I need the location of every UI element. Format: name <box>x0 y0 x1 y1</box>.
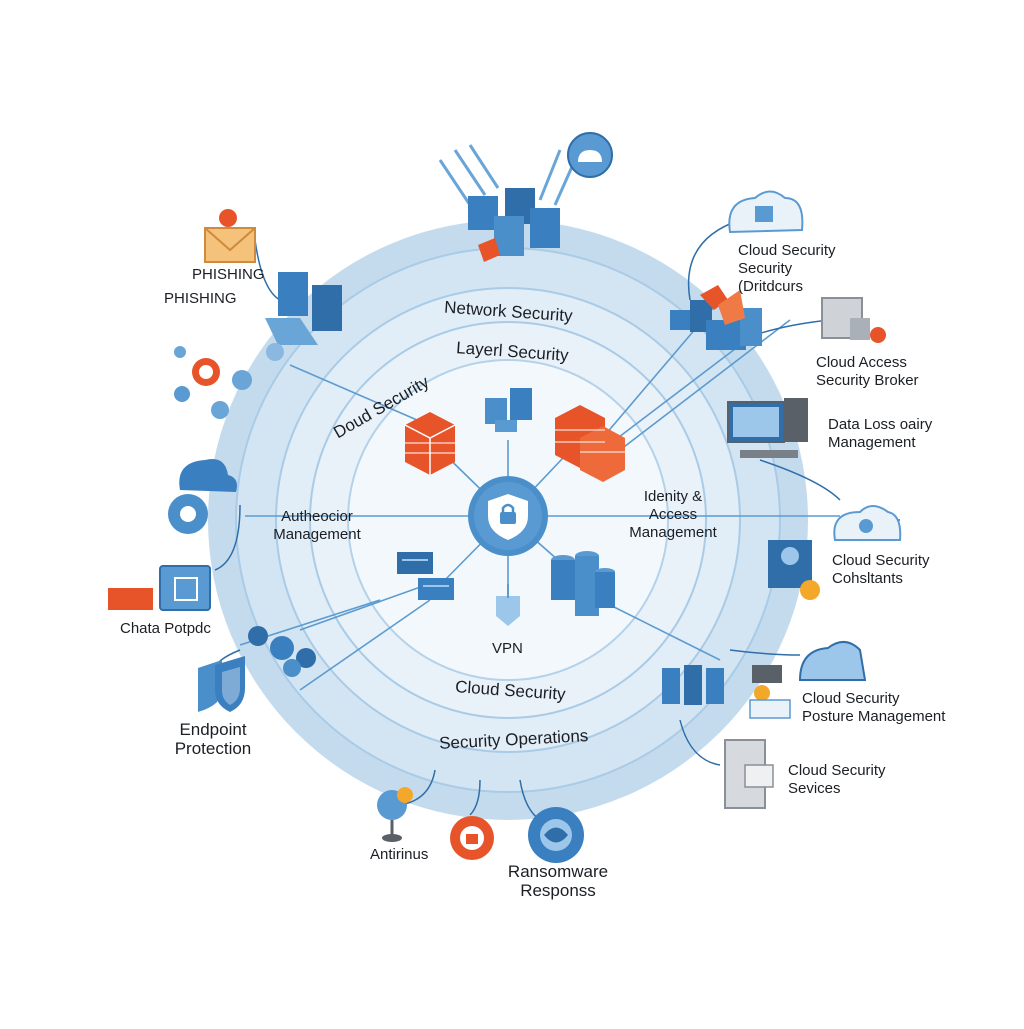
antivirus-icon <box>377 787 413 842</box>
laptop-servers-icon <box>265 272 342 345</box>
datacenter-servers-icon <box>438 144 577 262</box>
cloud-security-services-label: Cloud Security Sevices <box>788 762 886 797</box>
monitor-icon <box>727 398 808 458</box>
authentication-label: Autheocior Management <box>273 508 361 543</box>
cloud-security-cloud-icon <box>728 190 804 234</box>
server-rack-icon <box>662 665 724 705</box>
cluster-gears-icon <box>248 626 316 677</box>
firewall-icon-right <box>555 405 625 482</box>
server-stack-icon <box>397 552 454 600</box>
ransomware-response-gear-icon <box>528 807 584 863</box>
consultant-panel-icon <box>768 540 820 600</box>
chip-panel-icon <box>108 565 211 611</box>
posture-cloud-icon <box>749 641 867 719</box>
server-cubes-icon <box>485 388 532 432</box>
shield-lock-icon <box>468 476 548 556</box>
cloud-security-distributors-label: Cloud Security Security (Dritdcurs <box>738 242 836 295</box>
phishing-label-1: PHISHING <box>192 266 265 283</box>
cloud-gear-icon <box>833 505 902 541</box>
antivirus-label: Antirinus <box>370 846 429 863</box>
data-loss-label: Data Loss oairy Management <box>828 416 933 451</box>
database-icon <box>551 551 615 616</box>
chata-potpdc-label: Chata Potpdc <box>120 620 211 637</box>
identity-access-label: Idenity & Access Management <box>629 488 717 541</box>
phishing-label-2: PHISHING <box>164 290 237 307</box>
firewall-icon-left <box>404 412 456 475</box>
gear-icon-left <box>168 494 208 534</box>
casb-label: Cloud Access Security Broker <box>816 354 919 389</box>
cloud-security-consultants-label: Cloud Security Cohsltants <box>832 552 930 587</box>
cspm-label: Cloud Security Posture Management <box>802 690 946 725</box>
ransomware-response-label: Ransomware Responss <box>507 862 609 900</box>
network-gears-icon <box>174 343 284 419</box>
endpoint-protection-label: Endpoint Protection <box>174 720 252 758</box>
vpn-label: VPN <box>492 640 523 657</box>
services-server-icon <box>724 739 774 809</box>
cloud-badge-icon <box>567 132 613 178</box>
broker-server-icon <box>821 297 886 343</box>
endpoint-shield-icon <box>198 656 245 712</box>
server-firewall-cluster-icon <box>670 285 762 350</box>
vpn-icon <box>496 584 520 626</box>
cloud-icon-left <box>179 459 237 492</box>
phishing-envelope-icon <box>204 209 256 263</box>
ransomware-lock-gear-icon <box>450 816 494 860</box>
